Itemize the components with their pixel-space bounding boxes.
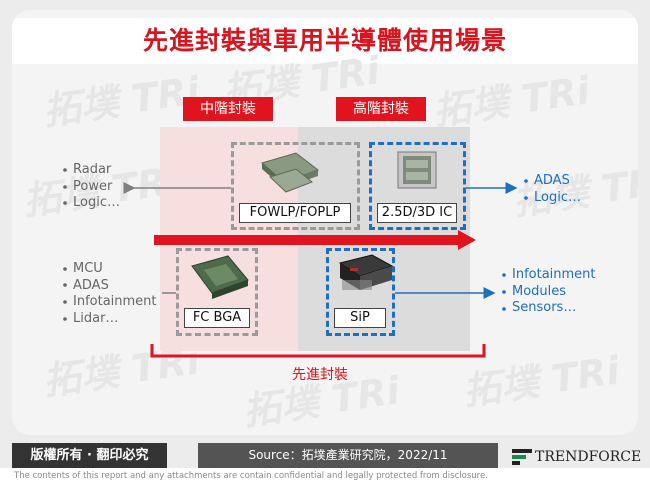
fowlp-label: FOWLP/FOPLP [239,203,351,223]
progression-arrow [154,230,476,250]
list-item: Power [73,178,113,194]
advanced-packaging-label: 先進封裝 [292,367,348,383]
list-item: ADAS [534,173,570,188]
title-band [12,18,638,64]
ic25d3d-chip-image [397,151,437,189]
mid-tier-label: 中階封裝 [183,97,273,121]
list-item: Logic… [73,195,120,210]
sip-label: SiP [334,308,386,328]
list-item: Radar [73,162,112,177]
fcbga-label: FC BGA [184,308,250,328]
rights-banner: 版權所有 · 翻印必究 [12,443,167,468]
list-item: Infotainment [512,267,596,282]
sip-box [326,248,395,336]
source-banner: Source：拓墣產業研究院，2022/11 [198,443,498,468]
trendforce-logo: TRENDFORCE [512,446,642,468]
disclaimer-text: The contents of this report and any atta… [14,471,488,481]
sip-chip-image [338,254,394,290]
list-item: Infotainment [73,294,157,309]
fcbga-chip-image [191,255,249,299]
list-item: Sensors… [512,300,577,315]
bottom-left-apps: MCU ADAS Infotainment Lidar… [73,261,157,327]
list-item: Modules [512,283,567,299]
top-left-apps: Radar Power Logic… [73,162,120,212]
right-bullets [502,179,528,311]
ic25d3d-box [369,142,466,230]
list-item: MCU [73,261,103,276]
advanced-packaging-bracket [150,344,486,358]
list-item: Lidar… [73,310,119,326]
page-title: 先進封裝與車用半導體使用場景 [142,26,507,55]
ic25d3d-label: 2.5D/3D IC [377,203,457,223]
left-bullets [63,168,67,321]
top-right-apps: ADAS Logic… [534,173,581,206]
list-item: Logic… [534,189,581,205]
brand-name: TRENDFORCE [535,449,642,465]
fowlp-chip-image [260,152,320,193]
trendforce-mark-icon [512,449,532,465]
high-tier-label: 高階封裝 [336,97,426,121]
fowlp-box [231,142,360,230]
fcbga-box [176,248,258,336]
list-item: ADAS [73,277,109,293]
bottom-right-apps: Infotainment Modules Sensors… [512,267,596,317]
